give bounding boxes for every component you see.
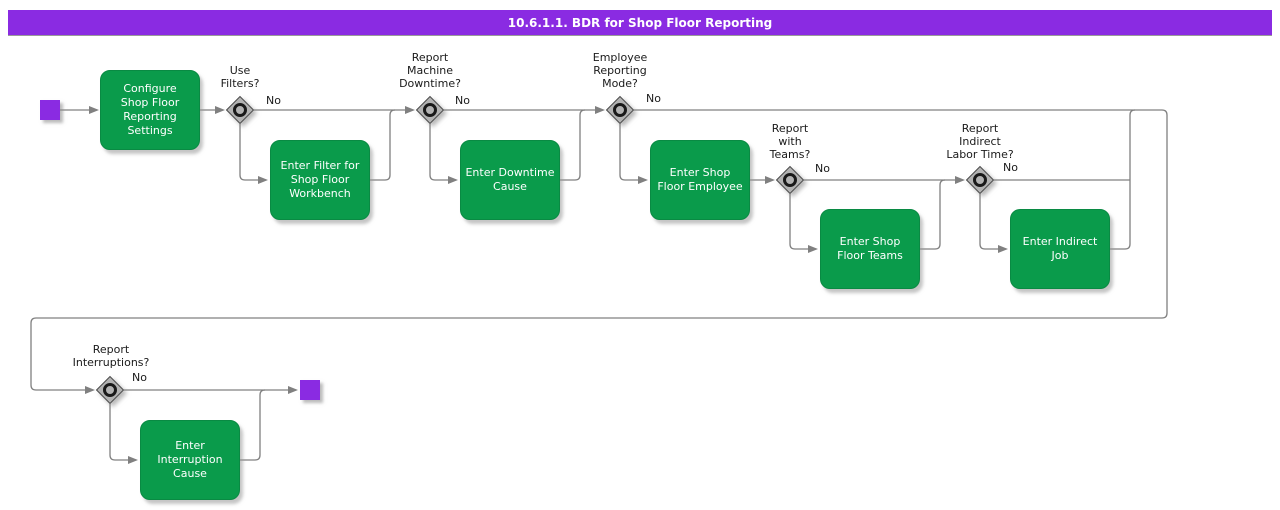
- activity-label: Enter Shop Floor Teams: [837, 235, 903, 262]
- activity-label: Configure Shop Floor Reporting Settings: [120, 82, 180, 137]
- activity-label: Enter Indirect Job: [1022, 235, 1098, 262]
- merge-ring-icon: [973, 173, 987, 187]
- merge-ring-icon: [783, 173, 797, 187]
- decision-report-machine-downtime: [415, 95, 445, 125]
- activity-enter-filter-for-shop-floor-workbench[interactable]: Enter Filter for Shop Floor Workbench: [270, 140, 370, 220]
- activity-label: Enter Filter for Shop Floor Workbench: [280, 159, 360, 200]
- edge-filter-workbench-merge: [370, 109, 396, 181]
- decision-report-with-teams: [775, 165, 805, 195]
- start-node: [40, 100, 60, 120]
- activity-label: Enter Shop Floor Employee: [657, 166, 743, 193]
- decision-question-employee-reporting-mode: Employee Reporting Mode?: [592, 51, 648, 90]
- decision-employee-reporting-mode: [605, 95, 635, 125]
- no-branch-label-report-machine-downtime: No: [455, 94, 470, 107]
- merge-ring-icon: [103, 383, 117, 397]
- edge-use-filters-yes: [239, 124, 268, 184]
- no-branch-label-report-indirect-labor-time: No: [1003, 161, 1018, 174]
- decision-use-filters: [225, 95, 255, 125]
- activity-enter-interruption-cause[interactable]: Enter Interruption Cause: [140, 420, 240, 500]
- edge-indirect-job-merge: [1110, 109, 1136, 250]
- edge-shop-floor-teams-merge: [920, 179, 946, 250]
- merge-ring-icon: [613, 103, 627, 117]
- end-node: [300, 380, 320, 400]
- activity-label: Enter Downtime Cause: [465, 166, 555, 193]
- activity-enter-downtime-cause[interactable]: Enter Downtime Cause: [460, 140, 560, 220]
- activity-enter-shop-floor-employee[interactable]: Enter Shop Floor Employee: [650, 140, 750, 220]
- decision-question-use-filters: Use Filters?: [220, 64, 260, 90]
- activity-enter-shop-floor-teams[interactable]: Enter Shop Floor Teams: [820, 209, 920, 289]
- edge-employee-mode-yes: [619, 124, 648, 184]
- no-branch-label-employee-reporting-mode: No: [646, 92, 661, 105]
- edge-indirect-labor-yes: [979, 194, 1008, 253]
- edge-machine-downtime-yes: [429, 124, 458, 184]
- decision-report-interruptions: [95, 375, 125, 405]
- edge-report-with-teams-yes: [789, 194, 818, 253]
- edge-employee-mode-no-wrap: [30, 109, 1168, 394]
- diagram-title-bar: 10.6.1.1. BDR for Shop Floor Reporting: [8, 10, 1272, 35]
- edge-downtime-cause-merge: [560, 109, 586, 181]
- edge-interruptions-yes: [109, 404, 138, 464]
- no-branch-label-report-interruptions: No: [132, 371, 147, 384]
- decision-question-report-machine-downtime: Report Machine Downtime?: [399, 51, 461, 90]
- no-branch-label-use-filters: No: [266, 94, 281, 107]
- decision-question-report-with-teams: Report with Teams?: [769, 122, 811, 161]
- merge-ring-icon: [423, 103, 437, 117]
- decision-question-report-indirect-labor-time: Report Indirect Labor Time?: [946, 122, 1014, 161]
- activity-label: Enter Interruption Cause: [157, 439, 223, 480]
- activity-configure-shop-floor-reporting-settings[interactable]: Configure Shop Floor Reporting Settings: [100, 70, 200, 150]
- no-branch-label-report-with-teams: No: [815, 162, 830, 175]
- diagram-title: 10.6.1.1. BDR for Shop Floor Reporting: [507, 15, 773, 30]
- edge-interruption-cause-merge: [240, 389, 266, 461]
- merge-ring-icon: [233, 103, 247, 117]
- decision-report-indirect-labor-time: [965, 165, 995, 195]
- activity-enter-indirect-job[interactable]: Enter Indirect Job: [1010, 209, 1110, 289]
- decision-question-report-interruptions: Report Interruptions?: [72, 343, 150, 369]
